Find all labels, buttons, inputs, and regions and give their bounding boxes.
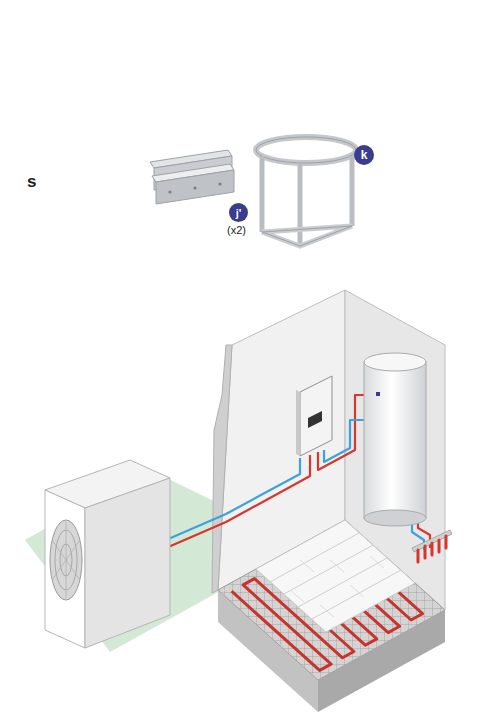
water-tank bbox=[364, 353, 426, 526]
outdoor-heat-pump bbox=[45, 460, 170, 648]
wall-cut bbox=[212, 345, 232, 593]
ground bbox=[25, 470, 222, 652]
floor-planks bbox=[256, 520, 415, 632]
cut-off-text: s bbox=[27, 172, 36, 192]
indoor-unit bbox=[296, 376, 332, 456]
quantity-note: (x2) bbox=[227, 224, 246, 236]
callout-number: k bbox=[354, 145, 374, 165]
callout-number: j' bbox=[229, 203, 248, 222]
tank-stand bbox=[256, 137, 356, 246]
manifold bbox=[412, 530, 452, 562]
floor bbox=[218, 520, 445, 680]
bracket-parts bbox=[150, 150, 234, 204]
